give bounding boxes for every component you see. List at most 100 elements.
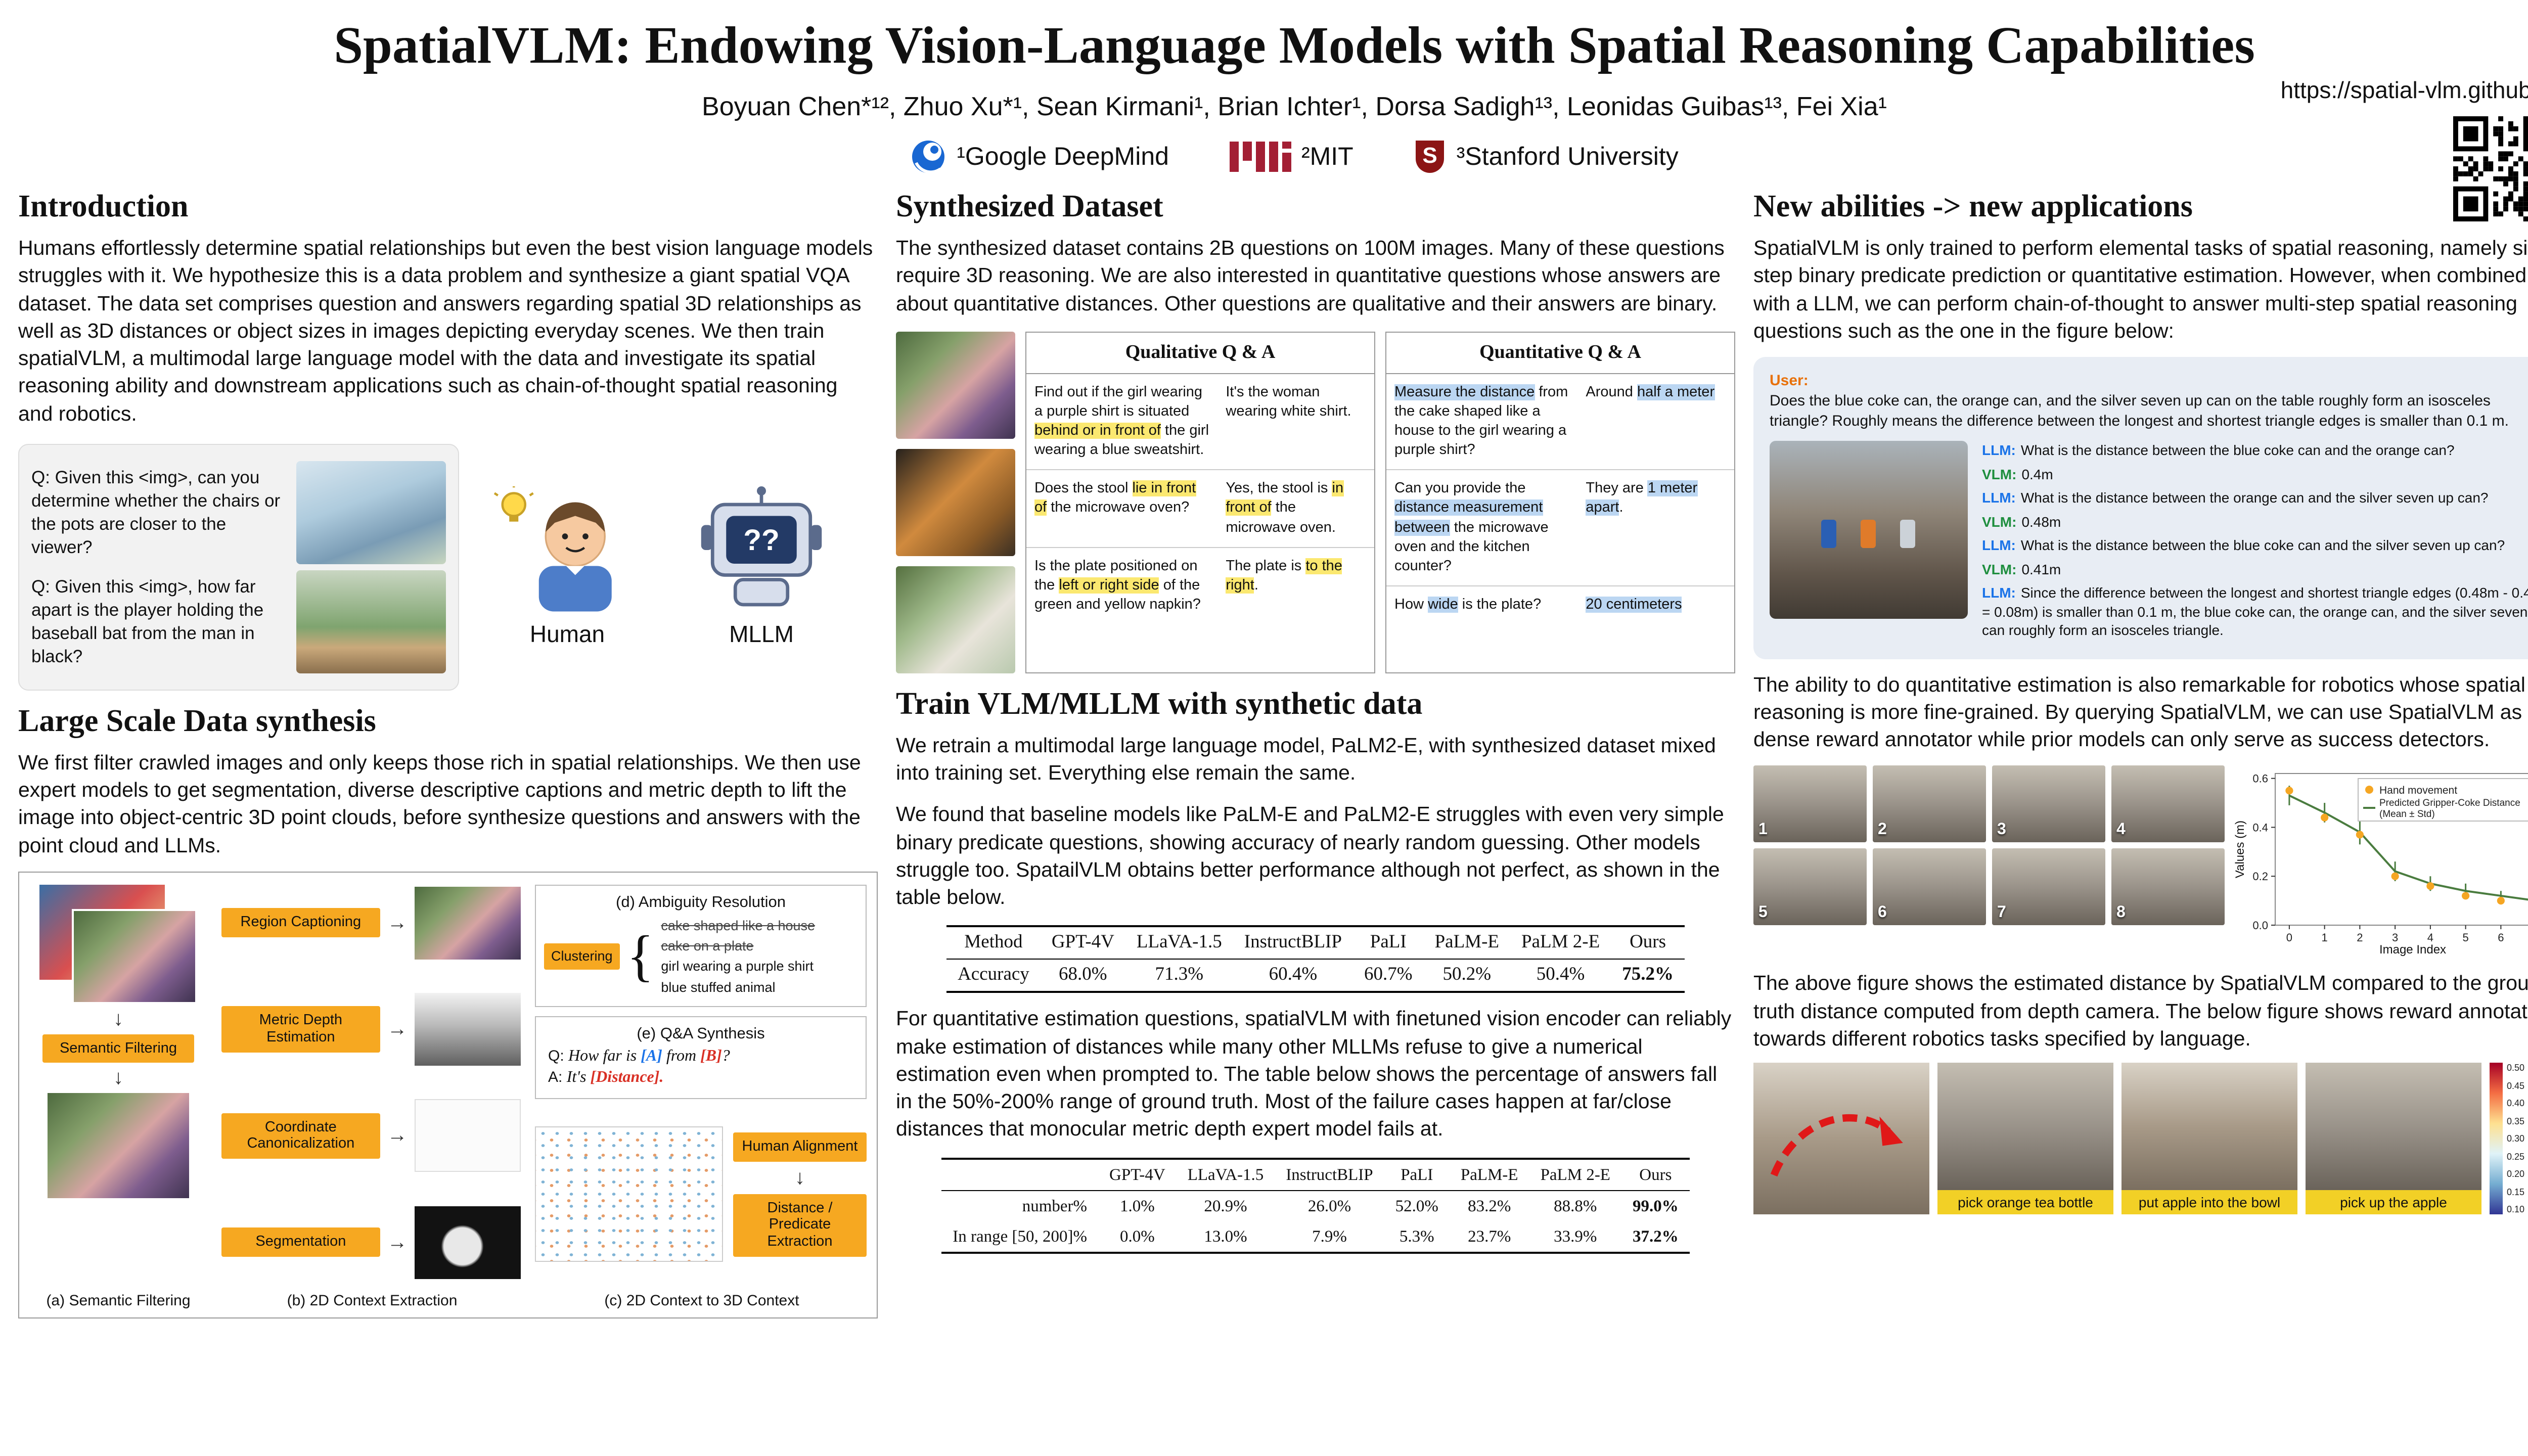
affiliation-deepmind-label: ¹Google DeepMind: [957, 142, 1169, 170]
stanford-logo-icon: S: [1416, 141, 1444, 173]
cell: 26.0%: [1307, 1196, 1351, 1215]
cell: 23.7%: [1468, 1226, 1511, 1245]
svg-text:S: S: [1423, 143, 1437, 168]
answer-text: Around half a meter: [1586, 384, 1715, 400]
human-cartoon-icon: [493, 484, 612, 611]
ambiguity-content: Clustering { cake shaped like a house ca…: [544, 916, 857, 998]
arrow-right-icon: →: [387, 1231, 408, 1254]
chat-line: LLM:What is the distance between the ora…: [1982, 489, 2528, 508]
pipeline-row-captioning: Region Captioning →: [221, 886, 521, 960]
task-caption: put apple into the bowl: [2121, 1190, 2297, 1215]
dataset-qa-figure: Qualitative Q & A Find out if the girl w…: [896, 331, 1735, 673]
user-question-text: Does the blue coke can, the orange can, …: [1770, 392, 2509, 430]
answer-text: The plate is to the right.: [1226, 558, 1342, 594]
chat-line: VLM:0.41m: [1982, 560, 2528, 578]
poster-title: SpatialVLM: Endowing Vision-Language Mod…: [334, 17, 2255, 75]
svg-text:4: 4: [2427, 932, 2433, 944]
pipeline-semantic-filtering-column: ↓ Semantic Filtering ↓: [29, 884, 207, 1281]
col-header: InstructBLIP: [1286, 1164, 1373, 1184]
seven-up-can: [1900, 520, 1916, 548]
intro-question-row-1: Q: Given this <img>, can you determine w…: [31, 461, 446, 564]
cell: 60.7%: [1364, 965, 1413, 985]
accuracy-table: Method GPT-4V LLaVA-1.5 InstructBLIP PaL…: [946, 926, 1685, 993]
question-text: Find out if the girl wearing a purple sh…: [1034, 384, 1209, 459]
qualitative-qa-card: Qualitative Q & A Find out if the girl w…: [1025, 331, 1375, 673]
blue-coke-can: [1821, 520, 1836, 548]
project-url-link[interactable]: https://spatial-vlm.github.io/: [2280, 77, 2528, 103]
intro-question-2: Q: Given this <img>, how far apart is th…: [31, 576, 264, 666]
dataset-heading: Synthesized Dataset: [896, 188, 1163, 223]
robot-tasks-figure: pick orange tea bottle put apple into th…: [1753, 1063, 2528, 1215]
arrow-down-icon: ↓: [795, 1166, 805, 1189]
frame-number: 4: [2116, 821, 2126, 839]
robot-frames-grid: 1 2 3 4 5 6 7 8: [1753, 765, 2225, 926]
cell: 0.0%: [1119, 1226, 1155, 1245]
abilities-paragraph-2: The ability to do quantitative estimatio…: [1753, 673, 2528, 752]
chat-text: 0.4m: [2021, 466, 2053, 482]
orange-can: [1861, 520, 1876, 548]
chat-line: LLM:Since the difference between the lon…: [1982, 583, 2528, 640]
affiliation-mit: ²MIT: [1229, 142, 1353, 172]
task-caption: pick orange tea bottle: [1937, 1190, 2113, 1215]
quantitative-row-2: Can you provide the distance measurement…: [1386, 471, 1734, 586]
intro-figure: Q: Given this <img>, can you determine w…: [18, 443, 878, 691]
llm-role-label: LLM:: [1982, 442, 2016, 459]
metric-depth-box: Metric Depth Estimation: [221, 1006, 380, 1053]
chat-transcript: LLM: What is the distance between the blu…: [1982, 441, 2528, 645]
robot-frame: 4: [2111, 765, 2225, 843]
question-text: How wide is the plate?: [1394, 596, 1542, 613]
reward-annotation-figure: 1 2 3 4 5 6 7 8 0.00.20.40.601234567Imag…: [1753, 765, 2528, 958]
col-header: GPT-4V: [1109, 1164, 1165, 1184]
svg-text:5: 5: [2462, 932, 2468, 944]
qa-synthesis-question: Q: How far is [A] from [B]?: [548, 1047, 730, 1065]
cell: 7.9%: [1312, 1226, 1347, 1245]
abilities-heading: New abilities -> new applications: [1753, 188, 2193, 223]
svg-text:Image Index: Image Index: [2379, 943, 2446, 957]
cell: 1.0%: [1119, 1196, 1155, 1215]
captioned-photo: [414, 886, 521, 960]
kitchen-photo: [296, 461, 446, 564]
question-text: Is the plate positioned on the left or r…: [1034, 558, 1201, 613]
human-alignment-box: Human Alignment: [733, 1132, 867, 1162]
arrow-right-icon: →: [387, 1018, 408, 1041]
cell: 68.0%: [1059, 965, 1107, 985]
col-header: PaLI: [1401, 1164, 1433, 1184]
col-header: InstructBLIP: [1244, 932, 1342, 953]
dataset-body: The synthesized dataset contains 2B ques…: [896, 237, 1725, 315]
affiliation-stanford: S ³Stanford University: [1414, 139, 1679, 175]
quantitative-qa-title: Quantitative Q & A: [1386, 333, 1734, 374]
poster-columns: Introduction Humans effortlessly determi…: [0, 176, 2528, 1318]
chat-text: 0.48m: [2021, 513, 2061, 530]
chat-text: What is the distance between the blue co…: [2020, 537, 2505, 554]
chat-text: 0.41m: [2021, 561, 2061, 577]
quantitative-table: GPT-4V LLaVA-1.5 InstructBLIP PaLI PaLM-…: [941, 1157, 1690, 1253]
chain-of-thought-figure: User: Does the blue coke can, the orange…: [1753, 357, 2528, 659]
plate-napkin-photo: [896, 566, 1015, 673]
cell: 88.8%: [1554, 1196, 1597, 1215]
llm-role-label: LLM:: [1982, 489, 2016, 506]
col-header: Method: [964, 932, 1023, 953]
chat-body: LLM: What is the distance between the blu…: [1770, 441, 2528, 645]
human-label: Human: [529, 620, 605, 647]
train-paragraph-2: We found that baseline models like PaLM-…: [896, 803, 1724, 909]
project-link-area: https://spatial-vlm.github.io/: [2281, 77, 2528, 225]
crawled-photo-front: [72, 908, 197, 1004]
cell: 52.0%: [1395, 1196, 1438, 1215]
crawled-images-stack: [39, 884, 197, 1004]
frame-number: 5: [1758, 904, 1768, 922]
accuracy-table-data-row: Accuracy 68.0% 71.3% 60.4% 60.7% 50.2% 5…: [946, 960, 1685, 992]
abilities-paragraph-3: The above figure shows the estimated dis…: [1753, 972, 2528, 1051]
frame-number: 2: [1878, 821, 1887, 839]
chat-text: Since the difference between the longest…: [1982, 584, 2528, 639]
pipeline-caption-c: (c) 2D Context to 3D Context: [604, 1292, 799, 1309]
cell: 71.3%: [1155, 965, 1204, 985]
point-cloud-outputs: Human Alignment ↓ Distance / Predicate E…: [733, 1132, 867, 1257]
robot-frame: 6: [1873, 848, 1986, 926]
segmentation-mask-image: [414, 1206, 521, 1279]
arrow-right-icon: →: [387, 912, 408, 934]
intro-question-1: Q: Given this <img>, can you determine w…: [31, 467, 281, 557]
pipeline-row-depth: Metric Depth Estimation →: [221, 993, 521, 1066]
